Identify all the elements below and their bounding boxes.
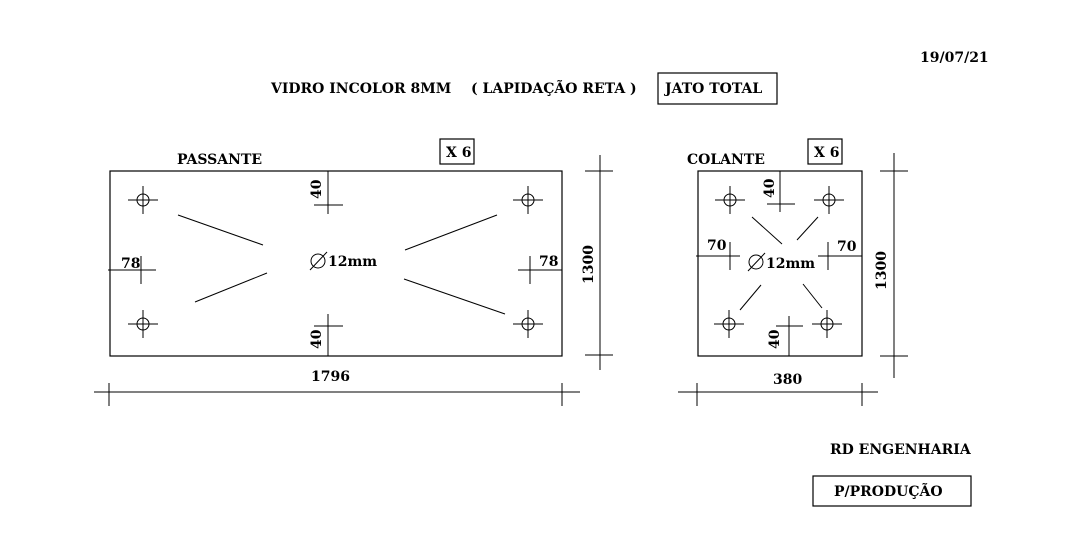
colante-hole-top-left	[715, 186, 745, 214]
colante-hole-top-right	[814, 186, 844, 214]
treatment-box	[657, 72, 778, 105]
colante-width: 380	[773, 372, 802, 388]
colante-height: 1300	[874, 251, 890, 290]
passante-hole-bottom-left	[128, 310, 158, 338]
colante-diameter-symbol-icon	[747, 252, 766, 272]
finish-spec: ( LAPIDAÇÃO RETA )	[471, 78, 637, 97]
passante-quantity-box	[439, 138, 475, 165]
passante-diameter-symbol-icon	[309, 251, 328, 271]
passante-edge-bottom: 40	[309, 329, 325, 349]
colante-quantity: X 6	[814, 145, 839, 161]
passante-width-dimension	[94, 383, 580, 406]
colante-label: COLANTE	[687, 152, 765, 168]
colante-edge-left: 70	[707, 238, 727, 254]
colante-hole-bottom-right	[812, 310, 842, 338]
drawing-date: 19/07/21	[920, 50, 989, 66]
passante-label: PASSANTE	[177, 152, 262, 168]
colante-panel: COLANTE X 6	[678, 138, 908, 406]
colante-height-dimension	[880, 153, 908, 378]
passante-hole-diameter: 12mm	[328, 254, 377, 270]
passante-edge-left: 78	[121, 256, 140, 272]
passante-edge-right: 78	[539, 254, 558, 270]
colante-hole-bottom-left	[714, 310, 744, 338]
production-stamp: P/PRODUÇÃO	[834, 481, 943, 500]
passante-edge-top: 40	[309, 179, 325, 199]
passante-hole-top-left	[128, 186, 158, 214]
company-name: RD ENGENHARIA	[830, 442, 972, 458]
passante-quantity: X 6	[446, 145, 471, 161]
passante-hole-bottom-right	[513, 310, 543, 338]
production-stamp-box	[812, 475, 972, 507]
passante-height: 1300	[581, 245, 597, 284]
colante-edge-top: 40	[762, 178, 778, 198]
passante-height-dimension	[585, 155, 613, 370]
colante-hole-diameter: 12mm	[766, 256, 815, 272]
passante-glass-outline	[109, 170, 563, 357]
passante-hole-top-right	[513, 186, 543, 214]
colante-edge-bottom: 40	[767, 329, 783, 349]
material-spec: VIDRO INCOLOR 8MM	[270, 81, 451, 97]
passante-panel: PASSANTE X 6	[94, 138, 613, 406]
passante-leader-lines	[177, 214, 506, 315]
passante-width: 1796	[311, 369, 350, 385]
colante-leader-lines	[739, 216, 823, 311]
colante-edge-right: 70	[837, 239, 857, 255]
colante-width-dimension	[678, 383, 878, 406]
treatment-spec: JATO TOTAL	[663, 81, 762, 97]
colante-quantity-box	[807, 138, 843, 165]
